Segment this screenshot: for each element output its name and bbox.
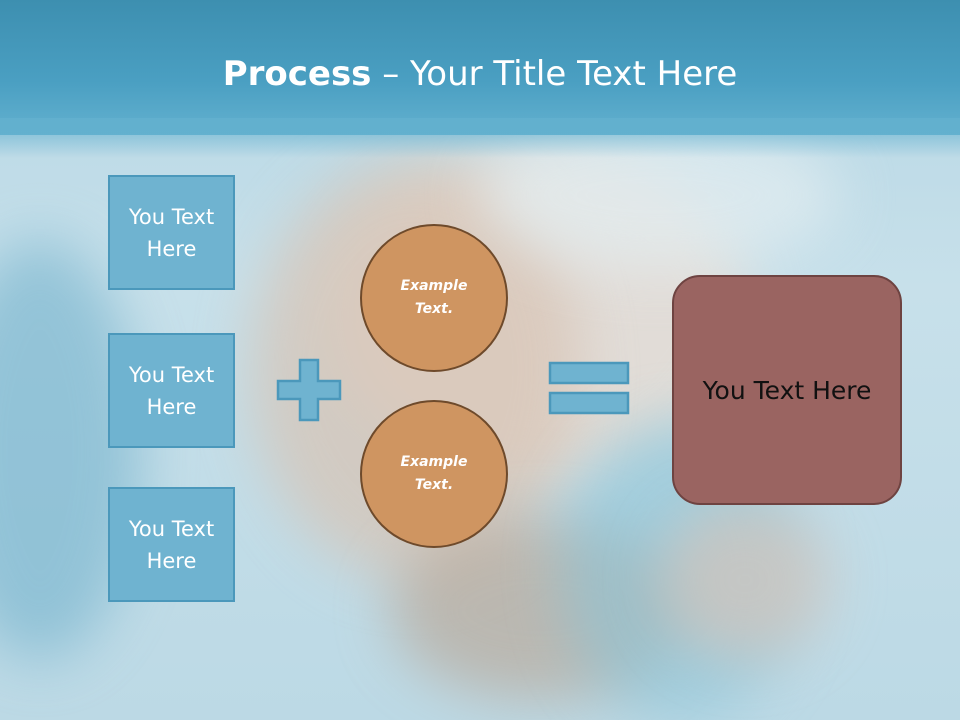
text-box-3-label: You Text Here bbox=[128, 516, 215, 573]
example-circle-1[interactable]: Example Text. bbox=[360, 224, 508, 372]
text-box-2[interactable]: You Text Here bbox=[108, 333, 235, 448]
text-box-3[interactable]: You Text Here bbox=[108, 487, 235, 602]
example-circle-2[interactable]: Example Text. bbox=[360, 400, 508, 548]
text-box-1-label: You Text Here bbox=[128, 204, 215, 261]
title-rest: – Your Title Text Here bbox=[371, 54, 738, 94]
title-bar bbox=[0, 0, 960, 135]
text-box-1[interactable]: You Text Here bbox=[108, 175, 235, 290]
example-circle-2-label: Example Text. bbox=[400, 454, 468, 493]
title-bold: Process bbox=[222, 54, 372, 94]
text-box-2-label: You Text Here bbox=[128, 362, 215, 419]
title-bar-fade bbox=[0, 118, 960, 158]
result-box[interactable]: You Text Here bbox=[672, 275, 902, 505]
result-box-label: You Text Here bbox=[702, 375, 872, 405]
example-circle-1-label: Example Text. bbox=[400, 278, 468, 317]
background-photo-hand bbox=[660, 500, 830, 660]
equals-icon bbox=[548, 361, 630, 415]
slide-title: Process – Your Title Text Here bbox=[0, 52, 960, 96]
plus-icon bbox=[276, 358, 342, 422]
